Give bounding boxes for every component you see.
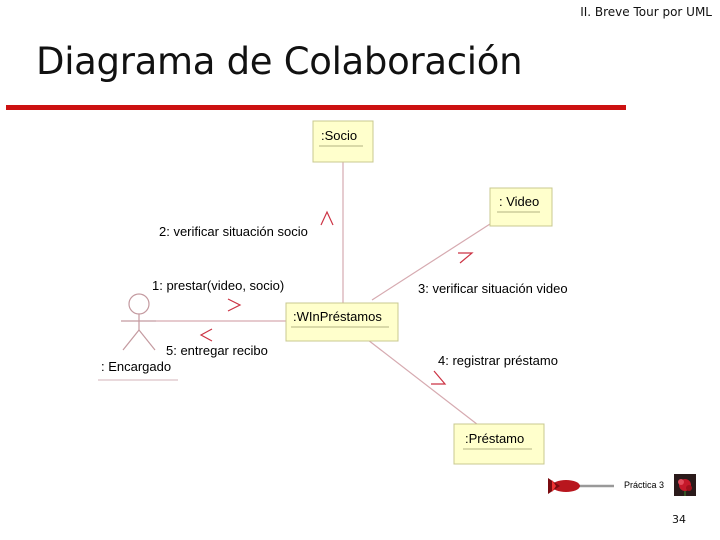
arrow-msg-5 [201,329,212,341]
arrow-msg-1 [228,299,240,311]
actor-encargado-label: : Encargado [101,359,171,374]
message-2-label: 2: verificar situación socio [159,224,308,239]
object-video-label: : Video [499,194,539,209]
footer-label: Práctica 3 [624,480,664,490]
object-socio: :Socio [313,121,373,162]
object-socio-label: :Socio [321,128,357,143]
page-number: 34 [672,513,686,526]
message-3-label: 3: verificar situación video [418,281,568,296]
arrow-msg-3 [458,253,472,263]
object-prestamo-label: :Préstamo [465,431,524,446]
object-winprestamos-label: :WInPréstamos [293,309,382,324]
message-1-label: 1: prestar(video, socio) [152,278,284,293]
object-video: : Video [490,188,552,226]
flower-logo-icon [674,474,696,496]
dart-icon [548,478,614,494]
actor-encargado: : Encargado [98,294,178,380]
object-winprestamos: :WInPréstamos [286,303,398,341]
message-4-label: 4: registrar préstamo [438,353,558,368]
arrow-msg-2 [321,212,333,225]
message-5-label: 5: entregar recibo [166,343,268,358]
arrow-msg-4 [431,371,445,384]
object-prestamo: :Préstamo [454,424,544,464]
